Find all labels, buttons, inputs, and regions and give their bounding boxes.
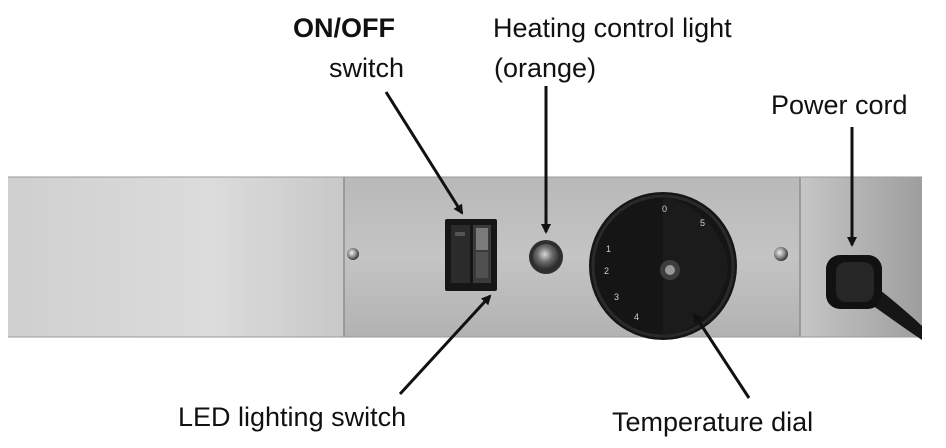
rocker-switch[interactable] bbox=[445, 219, 497, 291]
label-on-off: ON/OFF bbox=[293, 13, 395, 43]
label-heating-line2: (orange) bbox=[494, 53, 596, 83]
temperature-dial[interactable]: 0 1 2 3 4 5 bbox=[589, 192, 737, 340]
dial-mark-4: 4 bbox=[634, 312, 639, 322]
label-heating-line1: Heating control light bbox=[493, 13, 732, 43]
screw-right bbox=[774, 247, 788, 261]
heating-control-light bbox=[529, 240, 563, 274]
label-led-switch: LED lighting switch bbox=[178, 402, 406, 432]
dial-mark-5: 5 bbox=[700, 218, 705, 228]
panel-left-section bbox=[8, 177, 344, 337]
label-temperature-dial: Temperature dial bbox=[612, 407, 813, 437]
dial-mark-2: 2 bbox=[604, 266, 609, 276]
label-switch: switch bbox=[329, 53, 404, 83]
dial-mark-1: 1 bbox=[606, 244, 611, 254]
dial-mark-3: 3 bbox=[614, 292, 619, 302]
label-power-cord: Power cord bbox=[771, 90, 908, 120]
dial-mark-0: 0 bbox=[662, 204, 667, 214]
screw-left bbox=[347, 248, 359, 260]
